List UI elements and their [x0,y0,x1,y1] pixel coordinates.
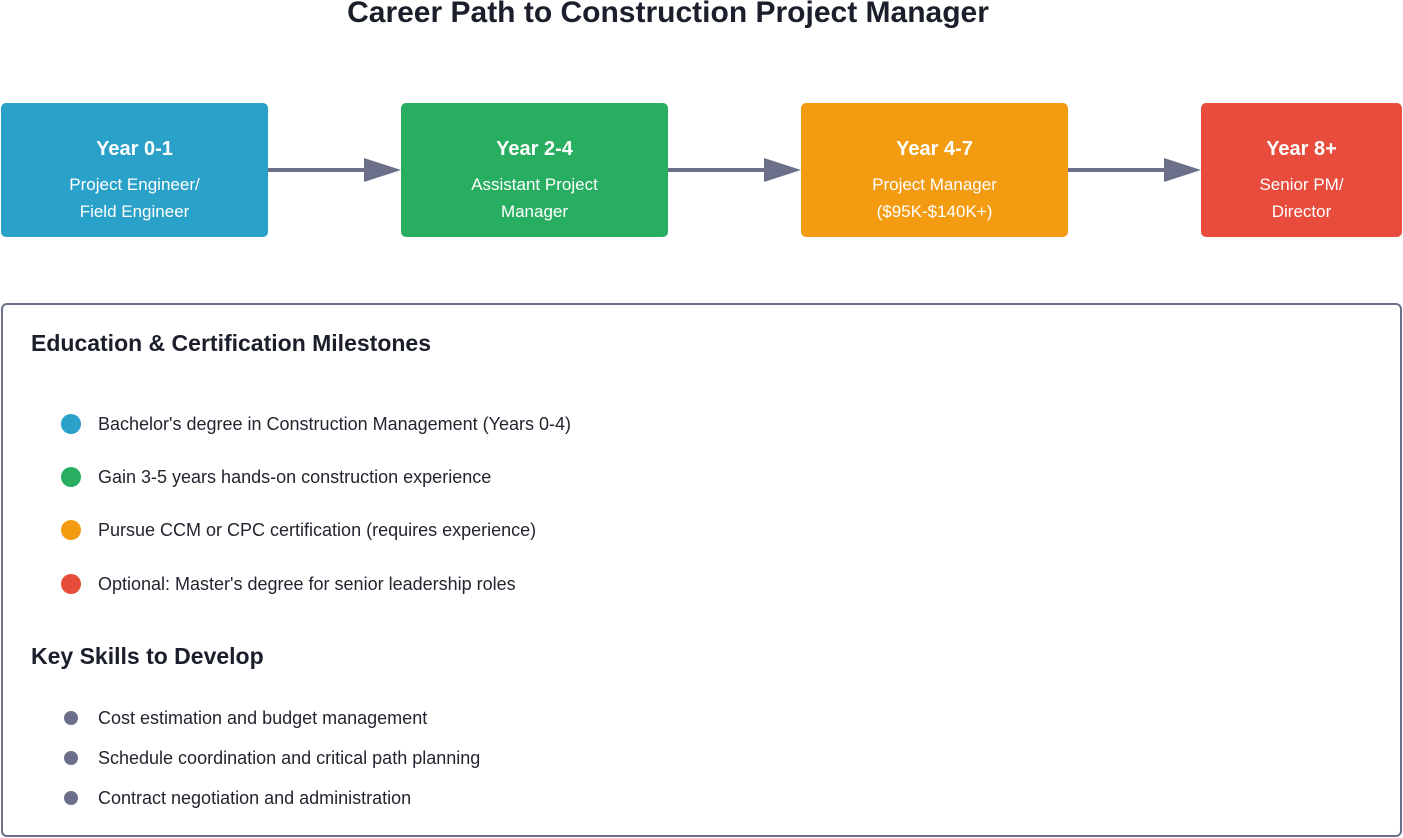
bullet-dot-icon [64,791,78,805]
bullet-dot-icon [61,467,81,487]
stage-role-line: Project Manager [872,175,997,194]
stage-role-line: Manager [500,202,569,221]
stage-role: Senior PM/ Director [1211,171,1392,225]
stage-year: Year 2-4 [496,138,573,160]
stage-role: Project Engineer/ Field Engineer [11,171,258,225]
stage-year: Year 0-1 [96,138,173,160]
education-item-text: Gain 3-5 years hands-on construction exp… [98,467,492,487]
bullet-dot-icon [61,414,81,434]
skills-heading: Key Skills to Develop [31,643,264,669]
education-item-text: Bachelor's degree in Construction Manage… [98,414,572,434]
skill-item-text: Cost estimation and budget management [98,708,428,728]
bullet-dot-icon [64,751,78,765]
stage-role-line: Project Engineer/ [69,175,200,194]
stage-year: Year 4-7 [896,138,973,160]
bullet-dot-icon [64,711,78,725]
stage-role: Project Manager ($95K-$140K+) [811,171,1058,225]
stage-role: Assistant Project Manager [411,171,658,225]
flow-arrows [268,158,1201,182]
stage-year: Year 8+ [1266,138,1337,160]
stage-box-year-4-7: Year 4-7 Project Manager ($95K-$140K+) [801,103,1068,237]
stage-box-year-2-4: Year 2-4 Assistant Project Manager [401,103,668,237]
bullet-dot-icon [61,574,81,594]
stage-role-line: Assistant Project [471,175,598,194]
diagram-title: Career Path to Construction Project Mana… [347,0,989,29]
education-item-text: Pursue CCM or CPC certification (require… [98,520,537,540]
stage-box-year-8-plus: Year 8+ Senior PM/ Director [1201,103,1402,237]
bullet-dot-icon [61,520,81,540]
education-heading: Education & Certification Milestones [31,330,431,356]
stage-role-line: Senior PM/ [1259,175,1344,194]
skill-item-text: Schedule coordination and critical path … [98,748,481,768]
arrow-2-to-3 [668,158,801,182]
stage-role-line: ($95K-$140K+) [876,202,993,221]
arrow-3-to-4 [1068,158,1201,182]
stage-role-line: Field Engineer [79,202,190,221]
stage-box-year-0-1: Year 0-1 Project Engineer/ Field Enginee… [1,103,268,237]
stage-role-line: Director [1271,202,1332,221]
milestones-panel: Education & Certification Milestones Bac… [1,303,1402,837]
education-item-text: Optional: Master's degree for senior lea… [98,574,516,594]
arrow-1-to-2 [268,158,401,182]
skill-item-text: Contract negotiation and administration [98,788,412,808]
